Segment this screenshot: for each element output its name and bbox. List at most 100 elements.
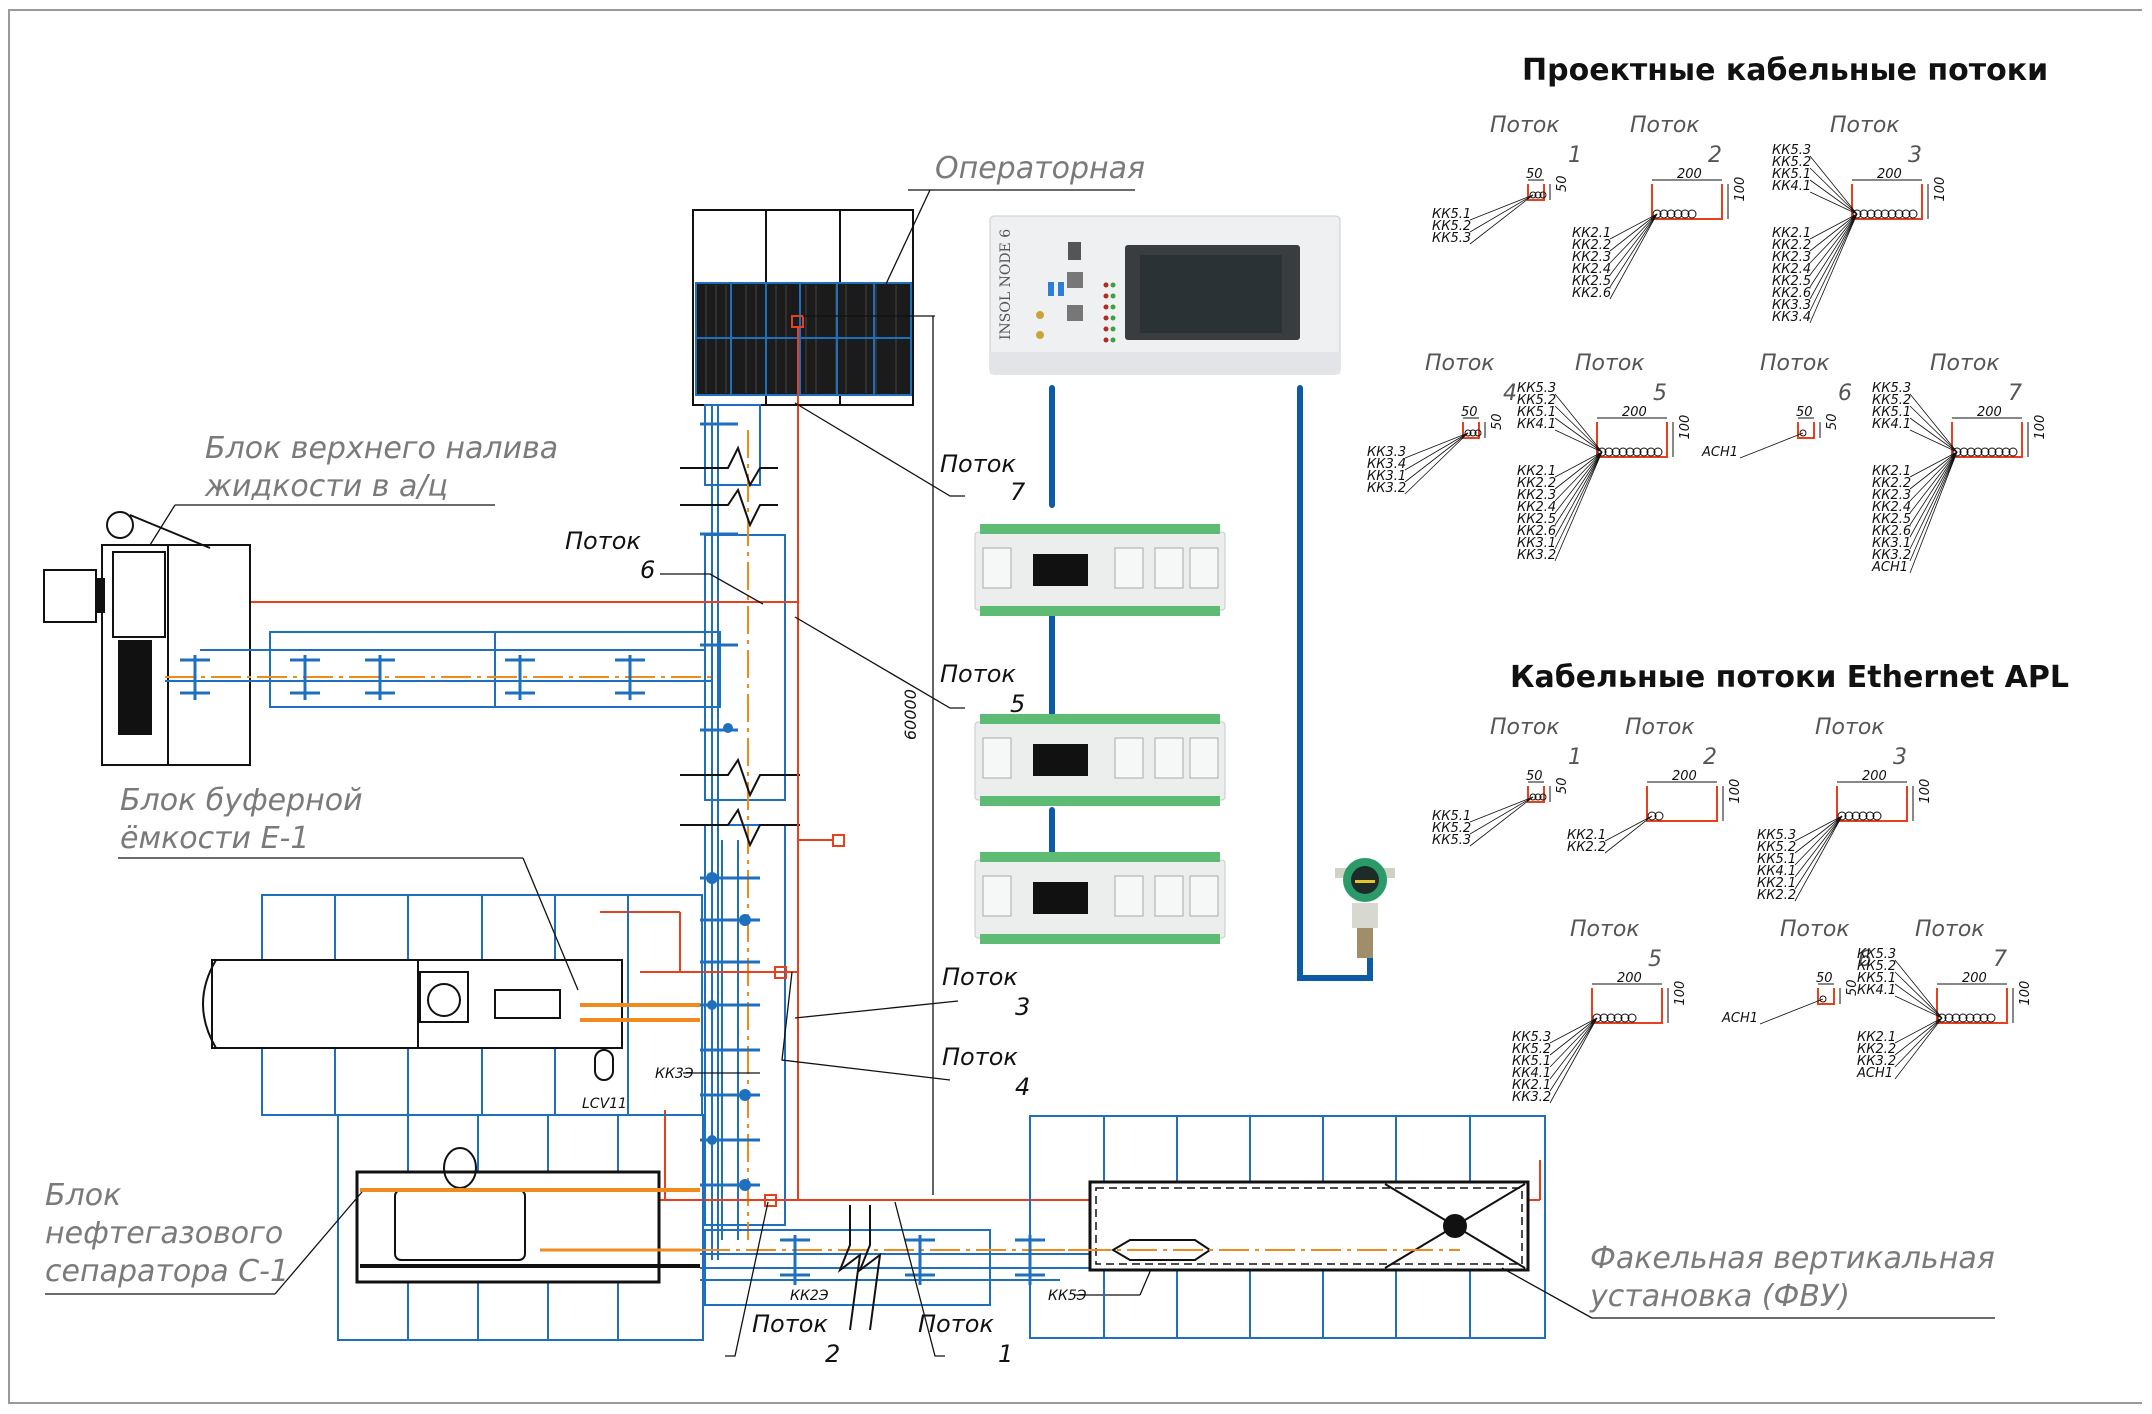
kk3e-label: КК3Э bbox=[655, 1066, 694, 1082]
cable bbox=[1627, 1013, 1637, 1023]
plan-flow-4: Поток 4 bbox=[781, 971, 1030, 1101]
cable bbox=[1680, 209, 1690, 219]
svg-text:200: 200 bbox=[1672, 769, 1697, 784]
cable-label: КК2.4 bbox=[1872, 500, 1911, 515]
cable bbox=[1952, 447, 1962, 457]
cable bbox=[1673, 209, 1683, 219]
svg-text:Поток: Поток bbox=[942, 963, 1018, 991]
cable-label: КК3.1 bbox=[1517, 536, 1556, 551]
cable bbox=[1858, 811, 1868, 821]
svg-text:200: 200 bbox=[1622, 405, 1647, 420]
cable-label: КК2.2 bbox=[1517, 476, 1556, 491]
svg-text:2: 2 bbox=[1708, 143, 1722, 168]
svg-text:1: 1 bbox=[1568, 143, 1582, 168]
cable bbox=[1632, 447, 1642, 457]
svg-text:Поток: Поток bbox=[565, 527, 641, 555]
cable bbox=[1539, 793, 1547, 801]
svg-text:Поток: Поток bbox=[1830, 113, 1900, 138]
cable-label: КК2.4 bbox=[1572, 262, 1611, 277]
svg-text:Поток: Поток bbox=[942, 1043, 1018, 1071]
plan-flow-6: Поток 6 bbox=[565, 527, 764, 605]
cable-label: КК2.1 bbox=[1857, 1030, 1896, 1045]
svg-text:50: 50 bbox=[1825, 413, 1840, 430]
cable bbox=[1534, 793, 1542, 801]
cable bbox=[1639, 447, 1649, 457]
svg-text:2: 2 bbox=[1703, 745, 1717, 770]
cable-label: КК5.3 bbox=[1517, 381, 1556, 396]
cable-flow-2: Поток2200100КК2.1КК2.2КК2.3КК2.4КК2.5КК2… bbox=[1572, 113, 1748, 301]
cable-label: КК4.1 bbox=[1757, 864, 1796, 879]
svg-text:1: 1 bbox=[998, 1340, 1013, 1368]
cable bbox=[1958, 1013, 1968, 1023]
io-module bbox=[974, 524, 1226, 616]
svg-text:Поток: Поток bbox=[752, 1310, 828, 1338]
cable bbox=[1647, 811, 1657, 821]
cable-label: КК2.6 bbox=[1872, 524, 1911, 539]
cable bbox=[1872, 811, 1882, 821]
cable bbox=[1865, 811, 1875, 821]
cable bbox=[1646, 447, 1656, 457]
cable-label: КК5.3 bbox=[1432, 231, 1471, 246]
svg-text:6: 6 bbox=[640, 556, 655, 584]
svg-text:4: 4 bbox=[1503, 381, 1517, 406]
cable-tray bbox=[1836, 786, 1908, 822]
cable-label: КК4.1 bbox=[1512, 1066, 1551, 1081]
svg-text:Поток: Поток bbox=[1575, 351, 1645, 376]
cable bbox=[1592, 1013, 1602, 1023]
cable bbox=[1666, 209, 1676, 219]
cable-tray bbox=[1797, 422, 1815, 439]
cable bbox=[1852, 209, 1862, 219]
cable bbox=[1799, 429, 1807, 437]
svg-text:50: 50 bbox=[1461, 405, 1478, 420]
operator-room bbox=[692, 189, 1135, 1195]
cable-label: КК4.1 bbox=[1517, 417, 1556, 432]
svg-text:100: 100 bbox=[1918, 779, 1933, 804]
svg-text:Поток: Поток bbox=[1490, 113, 1560, 138]
svg-text:5: 5 bbox=[1648, 947, 1662, 972]
cable-label: КК2.2 bbox=[1772, 238, 1811, 253]
cable-label: КК5.2 bbox=[1512, 1042, 1551, 1057]
field-sensor bbox=[1335, 858, 1395, 958]
top-loading-label-line1: Блок верхнего налива bbox=[205, 431, 558, 466]
cable bbox=[1887, 209, 1897, 219]
cable-label: КК2.1 bbox=[1517, 464, 1556, 479]
cable-flow-3: Поток3200100КК5.3КК5.2КК5.1КК4.1КК2.1КК2… bbox=[1757, 715, 1933, 903]
cable-label: КК5.3 bbox=[1432, 833, 1471, 848]
cable-label: КК5.2 bbox=[1432, 219, 1471, 234]
cable-label: КК2.1 bbox=[1572, 226, 1611, 241]
cable bbox=[1944, 1013, 1954, 1023]
svg-text:100: 100 bbox=[1728, 779, 1743, 804]
cable-label: АСН1 bbox=[1871, 560, 1908, 575]
cable bbox=[1599, 1013, 1609, 1023]
cable bbox=[1469, 429, 1477, 437]
svg-text:200: 200 bbox=[1877, 167, 1902, 182]
separator-block bbox=[337, 1114, 704, 1341]
pipe-rack-horizontal bbox=[165, 631, 721, 708]
cable bbox=[2008, 447, 2018, 457]
cable-label: КК5.2 bbox=[1857, 959, 1896, 974]
io-module bbox=[974, 852, 1226, 944]
svg-text:Поток: Поток bbox=[1815, 715, 1885, 740]
cable-label: КК5.3 bbox=[1872, 381, 1911, 396]
svg-text:Поток: Поток bbox=[940, 660, 1016, 688]
cable-label: КК2.2 bbox=[1757, 888, 1796, 903]
cable-label: КК3.3 bbox=[1772, 298, 1811, 313]
cable bbox=[1837, 811, 1847, 821]
svg-text:3: 3 bbox=[1015, 993, 1030, 1021]
cable bbox=[1597, 447, 1607, 457]
svg-text:Поток: Поток bbox=[1915, 917, 1985, 942]
cable bbox=[1987, 447, 1997, 457]
cable bbox=[1894, 209, 1904, 219]
svg-text:50: 50 bbox=[1526, 167, 1543, 182]
cable bbox=[1611, 447, 1621, 457]
cable-label: КК2.1 bbox=[1757, 876, 1796, 891]
cable-flow-5: Поток5200100КК5.3КК5.2КК5.1КК4.1КК2.1КК3… bbox=[1512, 917, 1688, 1105]
cable-label: КК5.2 bbox=[1872, 393, 1911, 408]
svg-text:6: 6 bbox=[1858, 947, 1872, 972]
cable-label: КК2.6 bbox=[1517, 524, 1556, 539]
cable-label: КК2.4 bbox=[1517, 500, 1556, 515]
